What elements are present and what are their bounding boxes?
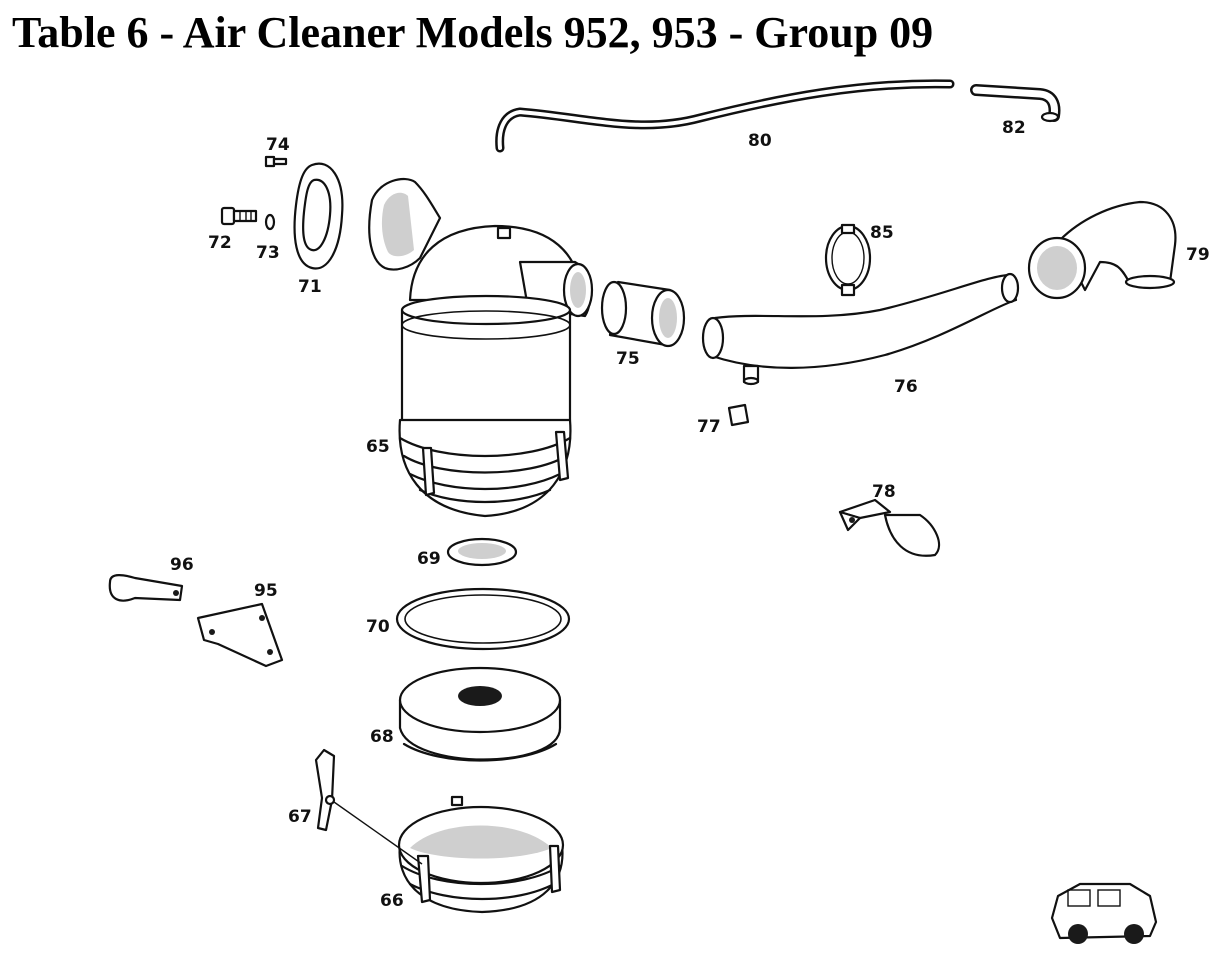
part-65-air-cleaner-housing (368, 177, 594, 518)
callout-72: 72 (208, 233, 232, 253)
part-77-cap (727, 403, 750, 427)
part-79-elbow (1027, 200, 1177, 300)
callout-65: 65 (366, 437, 390, 457)
part-73-washer (264, 213, 276, 231)
page-title: Table 6 - Air Cleaner Models 952, 953 - … (12, 8, 934, 57)
part-78-bracket (838, 498, 941, 557)
callout-77: 77 (697, 417, 721, 437)
callout-70: 70 (366, 617, 390, 637)
part-95-bracket-plate (196, 602, 284, 668)
part-67-clip (314, 748, 423, 865)
callout-71: 71 (298, 277, 322, 297)
vehicle-logo-icon (1050, 882, 1158, 944)
part-75-rubber-sleeve (600, 280, 686, 348)
part-82-elbow-hose (970, 84, 1061, 123)
callout-68: 68 (370, 727, 394, 747)
callout-76: 76 (894, 377, 918, 397)
callout-80: 80 (748, 131, 772, 151)
part-66-oil-bowl (397, 795, 565, 914)
part-70-gasket-ring (395, 587, 571, 651)
callout-96: 96 (170, 555, 194, 575)
callout-82: 82 (1002, 118, 1026, 138)
callout-67: 67 (288, 807, 312, 827)
part-69-seal-ring (446, 537, 518, 567)
callout-74: 74 (266, 135, 290, 155)
callout-85: 85 (870, 223, 894, 243)
part-80-breather-hose (495, 79, 955, 153)
part-76-intake-hose (701, 272, 1020, 386)
callout-75: 75 (616, 349, 640, 369)
part-71-gasket (293, 162, 344, 270)
callout-79: 79 (1186, 245, 1210, 265)
callout-69: 69 (417, 549, 441, 569)
part-96-clamp-strap (108, 574, 184, 602)
callout-73: 73 (256, 243, 280, 263)
callout-66: 66 (380, 891, 404, 911)
callout-78: 78 (872, 482, 896, 502)
part-72-bolt (220, 206, 258, 226)
callout-95: 95 (254, 581, 278, 601)
part-74-screw (264, 155, 288, 168)
part-68-filter-insert (398, 666, 562, 762)
part-85-hose-clamp (824, 223, 872, 297)
